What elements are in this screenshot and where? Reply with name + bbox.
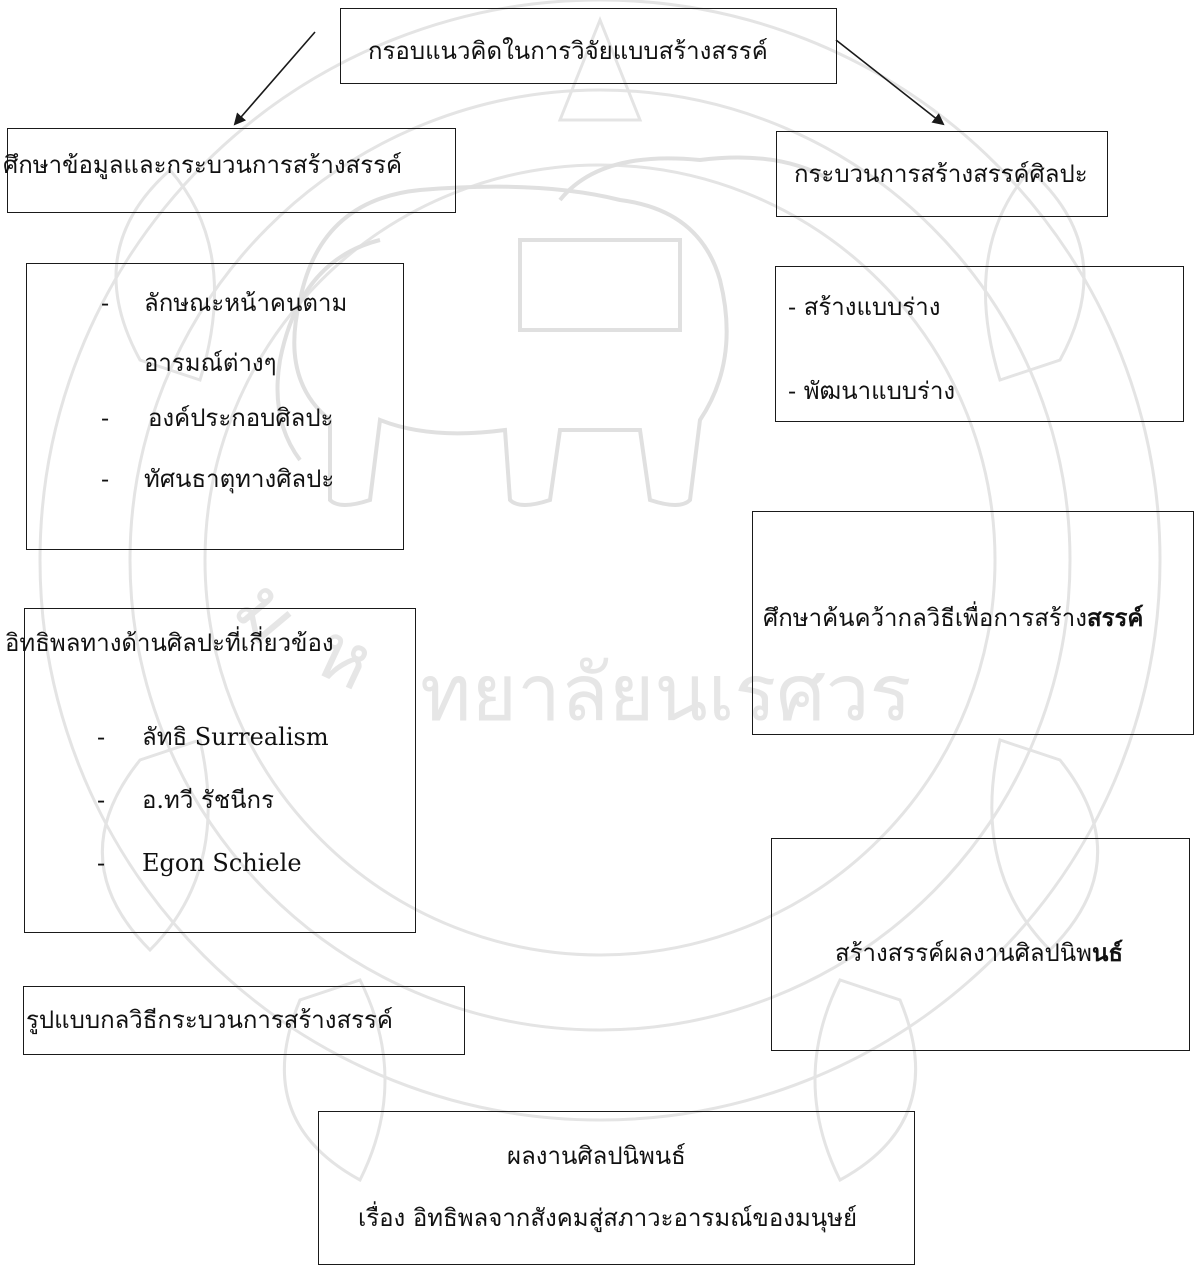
study-item: องค์ประกอบศิลปะ — [148, 404, 334, 432]
thesis-box: ผลงานศิลปนิพนธ์ เรื่อง อิทธิพลจากสังคมสู… — [318, 1111, 915, 1265]
influence-heading: อิทธิพลทางด้านศิลปะที่เกี่ยวข้อง — [5, 629, 334, 657]
title-box: กรอบแนวคิดในการวิจัยแบบสร้างสรรค์ — [340, 8, 837, 84]
thesis-line-2: เรื่อง อิทธิพลจากสังคมสู่สภาวะอารมณ์ของม… — [358, 1204, 858, 1232]
research-label: ศึกษาค้นคว้ากลวิธีเพื่อการสร้างสรรค์ — [763, 603, 1144, 633]
influence-item: อ.ทวี รัชนีกร — [142, 786, 274, 814]
research-label-bold: สรรค์ — [1086, 603, 1144, 632]
create-label-bold: นธ์ — [1092, 938, 1124, 967]
process-heading-box: กระบวนการสร้างสรรค์ศิลปะ — [776, 131, 1108, 217]
process-heading: กระบวนการสร้างสรรค์ศิลปะ — [794, 160, 1088, 188]
study-items-box: - ลักษณะหน้าคนตาม อารมณ์ต่างๆ - องค์ประก… — [26, 263, 404, 550]
study-item: ลักษณะหน้าคนตาม — [144, 289, 348, 317]
bullet-dash: - — [97, 786, 106, 814]
study-item: ทัศนธาตุทางศิลปะ — [144, 465, 335, 493]
bullet-dash: - — [101, 465, 110, 493]
research-label-regular: ศึกษาค้นคว้ากลวิธีเพื่อการสร้าง — [763, 604, 1087, 632]
process-item: - พัฒนาแบบร่าง — [788, 377, 956, 405]
arrow-to-process — [835, 39, 945, 126]
bullet-dash: - — [97, 849, 106, 877]
create-label-regular: สร้างสรรค์ผลงานศิลปนิพ — [835, 939, 1092, 967]
influence-box: อิทธิพลทางด้านศิลปะที่เกี่ยวข้อง - ลัทธิ… — [5, 608, 416, 933]
process-item: - สร้างแบบร่าง — [788, 293, 941, 321]
arrow-to-study — [233, 31, 316, 126]
influence-item: Egon Schiele — [142, 849, 302, 877]
process-items-box: - สร้างแบบร่าง - พัฒนาแบบร่าง — [775, 266, 1184, 422]
research-box: ศึกษาค้นคว้ากลวิธีเพื่อการสร้างสรรค์ — [752, 511, 1194, 735]
create-box: สร้างสรรค์ผลงานศิลปนิพนธ์ — [771, 838, 1190, 1051]
bullet-dash: - — [101, 404, 110, 432]
method-label: รูปแบบกลวิธีกระบวนการสร้างสรรค์ — [26, 1006, 393, 1034]
method-box: รูปแบบกลวิธีกระบวนการสร้างสรรค์ — [23, 986, 465, 1055]
bullet-dash: - — [97, 723, 106, 751]
create-label: สร้างสรรค์ผลงานศิลปนิพนธ์ — [835, 938, 1124, 968]
diagram-title: กรอบแนวคิดในการวิจัยแบบสร้างสรรค์ — [368, 37, 768, 65]
study-item: อารมณ์ต่างๆ — [144, 349, 277, 377]
influence-item: ลัทธิ Surrealism — [142, 723, 329, 751]
bullet-dash: - — [101, 289, 110, 317]
study-heading: ศึกษาข้อมูลและกระบวนการสร้างสรรค์ — [3, 151, 403, 179]
study-heading-box: ศึกษาข้อมูลและกระบวนการสร้างสรรค์ — [3, 128, 456, 213]
thesis-line-1: ผลงานศิลปนิพนธ์ — [507, 1142, 686, 1170]
